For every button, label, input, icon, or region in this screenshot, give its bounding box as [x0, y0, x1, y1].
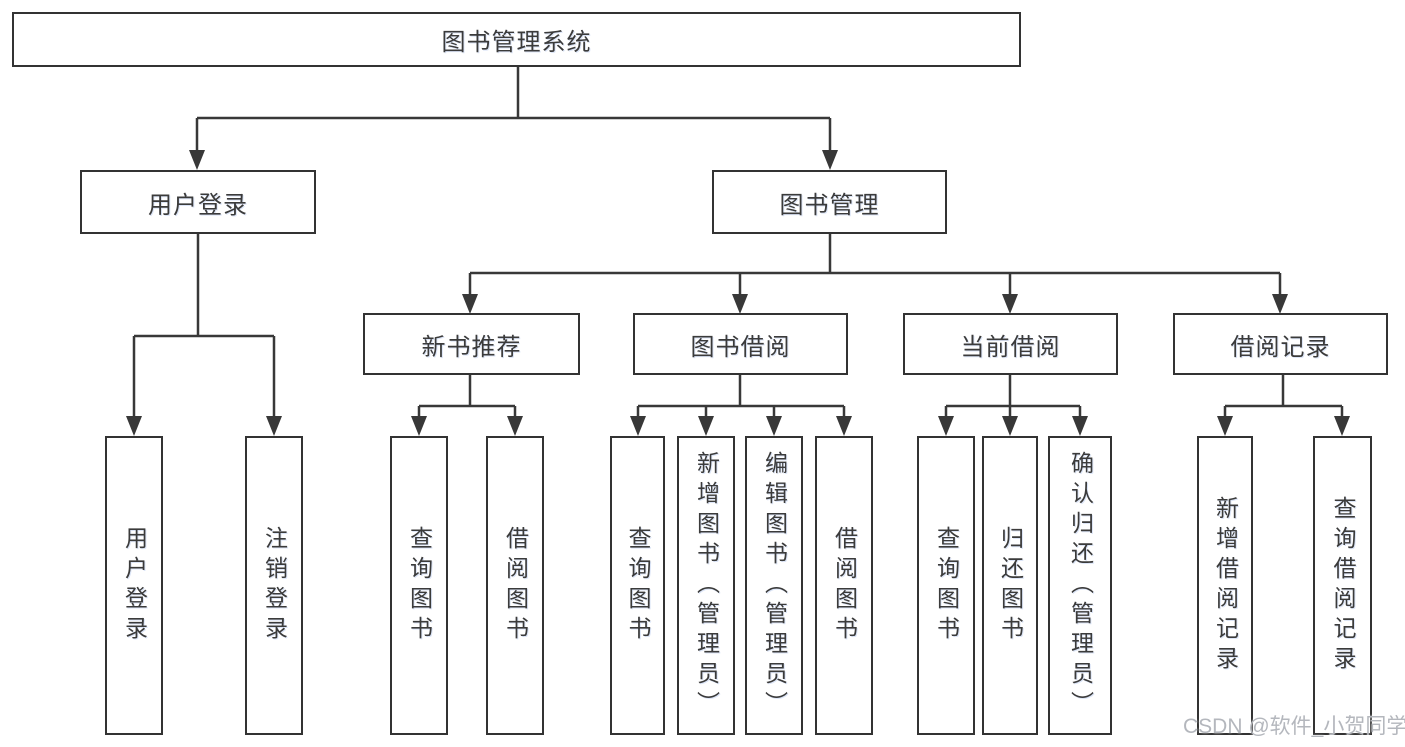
leaf-query-borrow-record-label: 查询借阅记录 [1330, 495, 1356, 676]
node-current-borrow: 当前借阅 [903, 313, 1118, 375]
leaf-user-login: 用户登录 [105, 436, 163, 735]
leaf-borrow-books: 借阅图书 [815, 436, 873, 735]
leaf-edit-book-admin-label: 编辑图书（管理员） [761, 450, 788, 721]
leaf-query-books-current-label: 查询图书 [933, 525, 960, 646]
leaf-borrow-books-label: 借阅图书 [831, 525, 858, 646]
leaf-query-books-borrow-label: 查询图书 [625, 525, 651, 646]
leaf-confirm-return-admin-label: 确认归还（管理员） [1067, 450, 1094, 721]
leaf-query-books-recommend: 查询图书 [390, 436, 448, 735]
leaf-return-book-label: 归还图书 [997, 525, 1024, 646]
leaf-query-books-borrow: 查询图书 [610, 436, 665, 735]
node-current-borrow-label: 当前借阅 [960, 333, 1061, 361]
csdn-watermark: CSDN @软件_小贺同学 [1183, 715, 1405, 738]
leaf-add-book-admin-label: 新增图书（管理员） [693, 450, 720, 721]
leaf-borrow-books-recommend-label: 借阅图书 [502, 525, 529, 646]
connector-lines [132, 67, 1344, 420]
leaf-user-login-label: 用户登录 [121, 525, 148, 646]
leaf-return-book: 归还图书 [982, 436, 1038, 735]
node-root: 图书管理系统 [12, 12, 1021, 67]
leaf-add-borrow-record: 新增借阅记录 [1197, 436, 1253, 735]
node-new-book-recommend-label: 新书推荐 [421, 333, 522, 361]
node-user-login: 用户登录 [80, 170, 316, 234]
leaf-logout: 注销登录 [245, 436, 303, 735]
leaf-add-book-admin: 新增图书（管理员） [677, 436, 735, 735]
node-user-login-label: 用户登录 [148, 191, 248, 219]
node-root-label: 图书管理系统 [441, 29, 592, 56]
node-borrow-records: 借阅记录 [1173, 313, 1388, 375]
node-new-book-recommend: 新书推荐 [363, 313, 580, 375]
node-borrow-records-label: 借阅记录 [1230, 333, 1331, 361]
node-book-management-label: 图书管理 [779, 191, 880, 219]
leaf-query-borrow-record: 查询借阅记录 [1313, 436, 1372, 735]
leaf-edit-book-admin: 编辑图书（管理员） [745, 436, 803, 735]
leaf-confirm-return-admin: 确认归还（管理员） [1048, 436, 1112, 735]
node-book-borrow: 图书借阅 [633, 313, 848, 375]
leaf-borrow-books-recommend: 借阅图书 [486, 436, 544, 735]
leaf-logout-label: 注销登录 [261, 525, 288, 646]
leaf-query-books-current: 查询图书 [917, 436, 975, 735]
node-book-management: 图书管理 [712, 170, 947, 234]
leaf-query-books-recommend-label: 查询图书 [406, 525, 433, 646]
leaf-add-borrow-record-label: 新增借阅记录 [1212, 495, 1239, 676]
node-book-borrow-label: 图书借阅 [690, 333, 791, 361]
